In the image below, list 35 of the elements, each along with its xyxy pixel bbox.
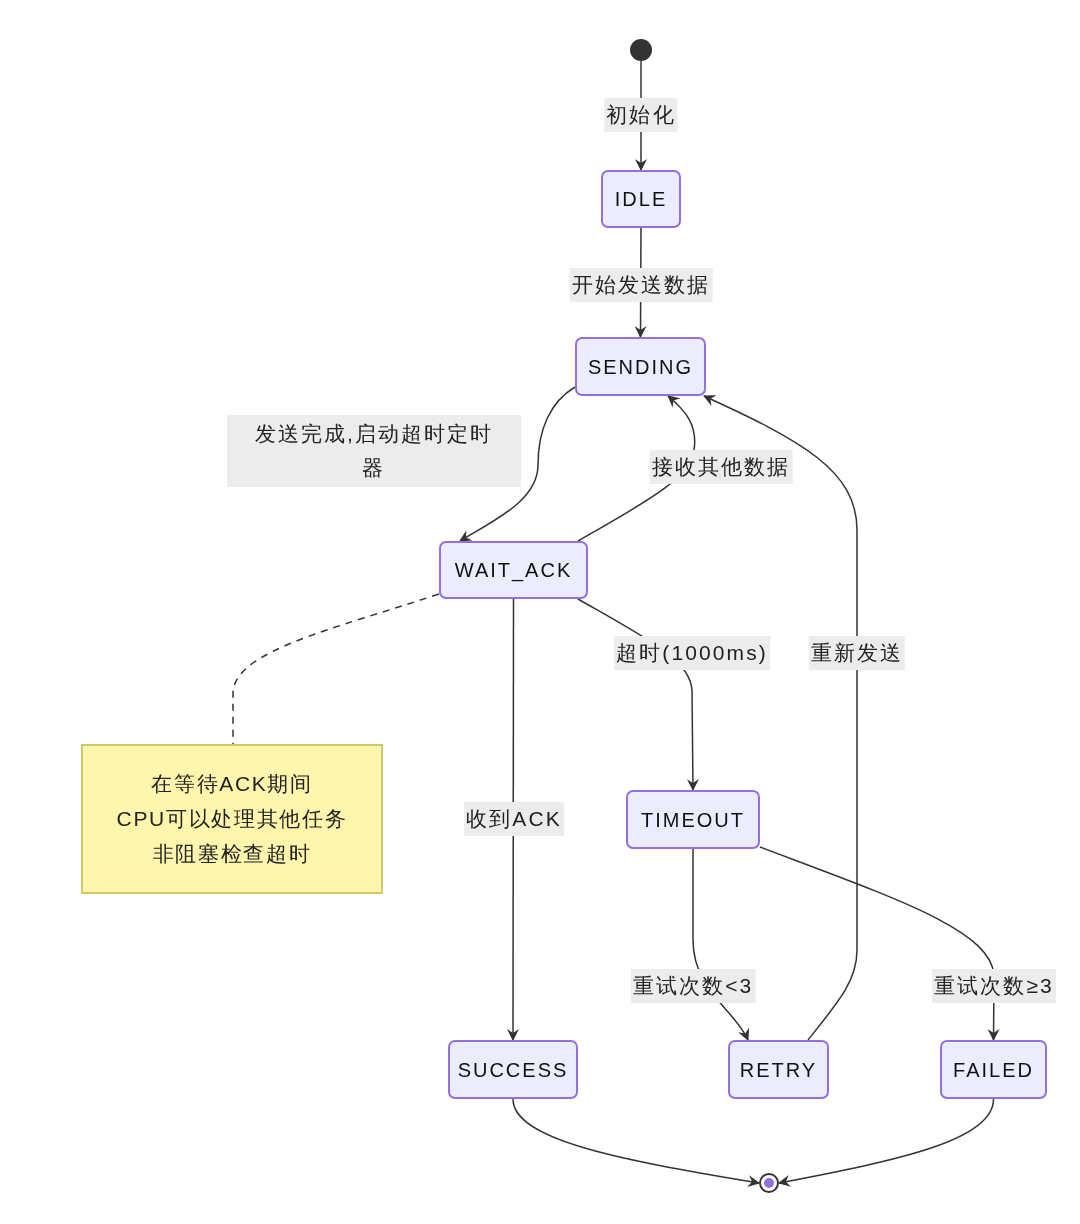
edge-label: 初始化 (604, 98, 678, 132)
state-name: WAIT_ACK (454, 558, 573, 583)
state-box (439, 541, 588, 599)
arrow (703, 395, 858, 1041)
edge-label: 重试次数<3 (630, 969, 756, 1003)
state-box (728, 1040, 829, 1099)
state-box (601, 170, 681, 228)
state-name: SENDING (587, 354, 694, 380)
state-name: SUCCESS (457, 1057, 569, 1083)
arrow (778, 1098, 995, 1187)
arrow (759, 846, 1000, 1041)
state-name: IDLE (614, 187, 668, 212)
note-text: 非阻塞检查超时 (152, 841, 312, 867)
edge-label: 重新发送 (808, 636, 906, 670)
state-box (575, 337, 706, 396)
note-text: CPU可以处理其他任务 (116, 806, 348, 832)
edge-label: 开始发送数据 (569, 268, 713, 302)
edge-label: 收到ACK (464, 802, 564, 836)
state-name: FAILED (953, 1057, 1034, 1083)
state-box (448, 1040, 578, 1099)
arrow (459, 386, 576, 542)
bullseye-icon (759, 1173, 779, 1193)
arrow (507, 598, 519, 1041)
note-box (81, 744, 383, 894)
connector-line (232, 593, 440, 745)
state-name: RETRY (739, 1057, 818, 1083)
edge-label: 接收其他数据 (649, 450, 793, 484)
edge-label: 超时(1000ms) (614, 636, 770, 670)
state-box (940, 1040, 1047, 1099)
edge-label: 重试次数≥3 (932, 969, 1056, 1003)
edge-label: 发送完成,启动超时定时器 (227, 415, 521, 487)
state-name: TIMEOUT (641, 807, 745, 833)
arrow (512, 1098, 760, 1188)
state-box (626, 790, 760, 849)
note-text: 在等待ACK期间 (151, 771, 313, 797)
